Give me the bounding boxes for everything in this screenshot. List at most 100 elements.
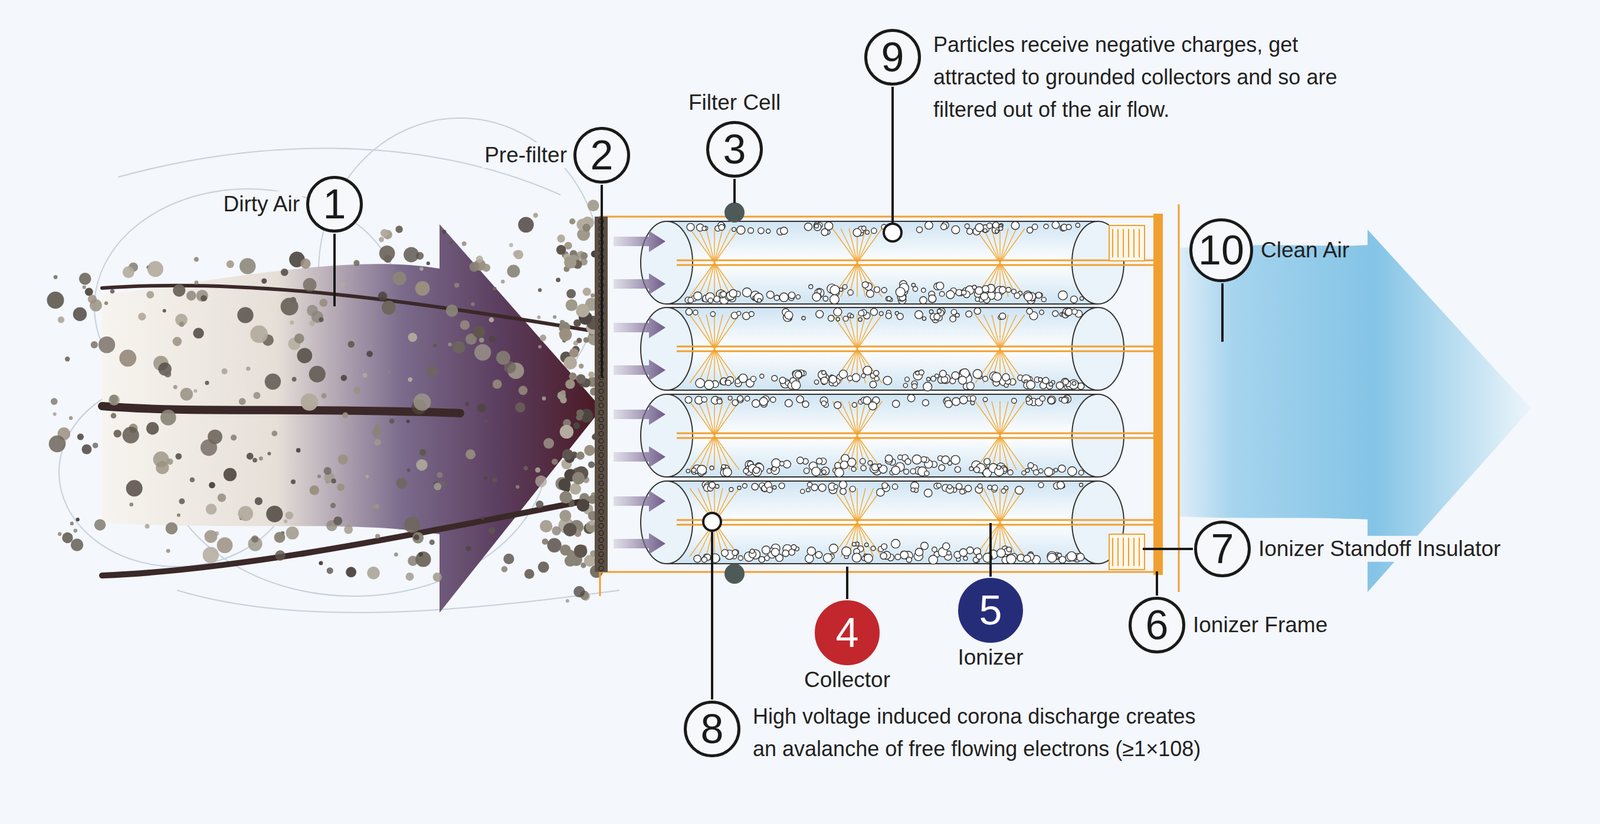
dust-particle <box>470 302 475 307</box>
discharge-line <box>848 487 858 523</box>
dust-particle <box>542 538 549 545</box>
collected-particle <box>954 466 961 472</box>
collected-particle <box>1024 292 1033 301</box>
dust-particle <box>336 483 345 491</box>
collected-particle <box>1005 287 1012 293</box>
dust-particle <box>53 274 58 280</box>
ionizer-rod <box>676 432 1154 435</box>
dust-particle <box>394 552 399 557</box>
dust-particle <box>289 320 294 325</box>
collected-particle <box>912 454 922 465</box>
dust-particle <box>342 412 349 419</box>
collected-particle <box>1023 555 1031 563</box>
collected-particle <box>1011 221 1020 230</box>
discharge-line <box>1000 401 1017 436</box>
dust-particle <box>77 433 84 441</box>
collected-particle <box>851 373 861 382</box>
callout-number: 5 <box>979 589 1003 631</box>
dust-particle <box>565 598 570 603</box>
discharge-line <box>706 314 715 349</box>
insulator-rib <box>1128 228 1130 258</box>
dust-particle <box>427 365 438 377</box>
collected-particle <box>864 542 869 547</box>
collected-particle <box>866 289 874 297</box>
dust-particle <box>415 551 431 567</box>
callout-number: 10 <box>1198 229 1245 271</box>
collected-particle <box>1067 551 1077 562</box>
collected-particle <box>949 315 956 322</box>
collected-particle <box>925 221 933 229</box>
discharge-line <box>697 314 715 349</box>
dust-particle <box>90 341 98 349</box>
collected-particle <box>891 539 901 549</box>
tube-end <box>640 307 693 390</box>
collected-particle <box>840 487 847 495</box>
collected-particle <box>1025 397 1031 402</box>
dust-particle <box>573 421 581 429</box>
dust-particle <box>518 385 529 396</box>
collected-particle <box>834 467 844 477</box>
mesh-dot <box>598 424 604 429</box>
collected-particle <box>897 454 903 460</box>
dust-particle <box>92 442 99 449</box>
dust-particle <box>194 280 199 285</box>
flow-lines <box>102 285 596 576</box>
collected-particle <box>697 464 707 475</box>
dust-particle <box>407 376 413 382</box>
dust-particle <box>395 477 408 489</box>
dust-particle <box>448 240 453 245</box>
collected-particle <box>833 484 838 489</box>
dust-particle <box>365 474 369 478</box>
collected-particle <box>982 397 988 402</box>
collected-particle <box>850 314 854 318</box>
collected-particle <box>980 292 989 301</box>
collected-particle <box>900 551 908 559</box>
dust-particle <box>200 438 218 456</box>
collected-particle <box>693 292 703 301</box>
discharge-line <box>832 487 858 523</box>
dust-particle <box>348 341 355 348</box>
discharge-line <box>983 314 1000 349</box>
collected-particle <box>874 376 880 382</box>
dust-particle <box>535 467 541 473</box>
dust-particle <box>189 477 195 483</box>
collected-particle <box>928 555 938 565</box>
discharge-line <box>714 228 740 263</box>
dust-particle <box>572 471 585 485</box>
mesh-dot <box>598 395 604 401</box>
discharge-line <box>856 435 858 470</box>
tube-wall <box>666 480 1098 482</box>
dust-particle <box>110 412 117 419</box>
collected-particle <box>941 223 947 230</box>
collected-particle <box>1046 382 1054 390</box>
collected-particle <box>823 553 833 563</box>
collected-particle <box>691 467 697 473</box>
mesh-dot <box>598 431 604 436</box>
collected-particle <box>788 292 796 299</box>
discharge-line <box>857 348 883 383</box>
collected-particle <box>687 297 694 303</box>
collected-particle <box>686 223 695 231</box>
collected-particle <box>880 552 887 559</box>
dust-particle <box>460 319 470 330</box>
dust-particle <box>465 545 471 552</box>
dust-particle <box>319 298 328 307</box>
discharge-line <box>848 314 858 349</box>
collected-particle <box>977 483 983 489</box>
dust-particle <box>378 291 388 301</box>
dust-particle <box>266 505 283 523</box>
ionizer-rod <box>676 259 1154 262</box>
collected-particle <box>939 291 944 297</box>
dust-particle <box>473 325 486 339</box>
collected-particle <box>802 400 809 408</box>
collected-particle <box>987 223 993 229</box>
collected-particle <box>717 398 723 404</box>
collected-particle <box>847 289 854 295</box>
collected-particle <box>869 381 877 388</box>
leader-line <box>733 178 736 203</box>
collected-particle <box>849 486 856 493</box>
tube-wall <box>666 476 1098 478</box>
collected-particle <box>757 298 762 303</box>
collected-particle <box>1039 395 1045 402</box>
discharge-line <box>832 314 858 349</box>
